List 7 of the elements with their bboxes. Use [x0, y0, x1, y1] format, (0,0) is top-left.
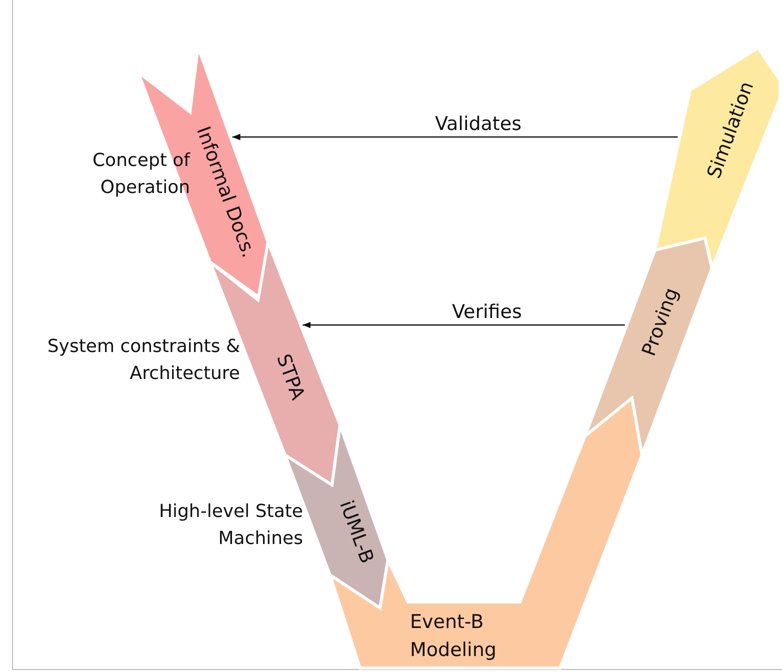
stage-label: Event-B Modeling — [410, 610, 498, 663]
stage-caption: High-level State Machines — [158, 500, 303, 551]
stage-label: STPA — [272, 351, 308, 403]
arrow — [232, 134, 678, 140]
stage-caption: System constraints & Architecture — [46, 335, 240, 386]
stage-caption: Concept of Operation — [91, 149, 190, 200]
arrow — [302, 322, 625, 328]
